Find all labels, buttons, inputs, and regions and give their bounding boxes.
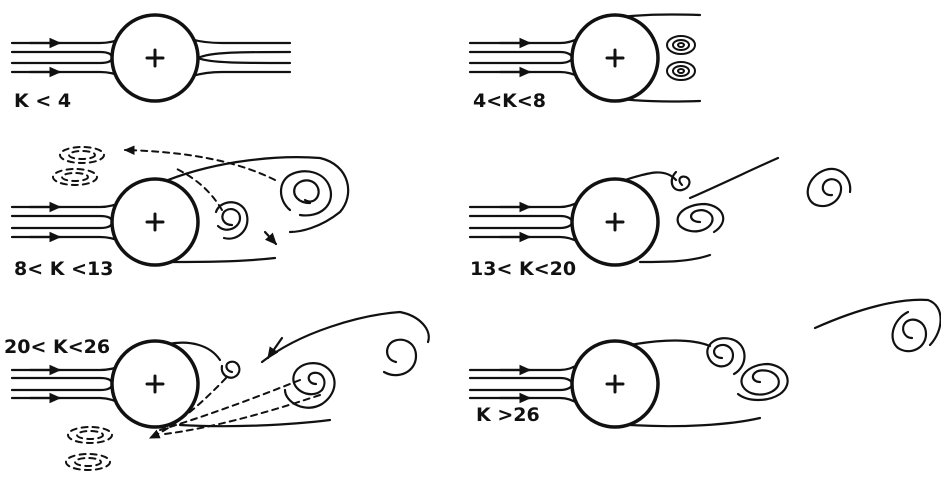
- panel-k-lt-4: K < 4: [12, 15, 290, 112]
- shed-vortex-icon: [66, 427, 112, 470]
- flow-direction-arrow: [265, 232, 276, 244]
- panel-20-lt-k-lt-26: 20< K<26: [4, 312, 429, 470]
- panel-k-gt-26: K >26: [470, 300, 941, 427]
- panel-13-lt-k-lt-20: 13< K<20: [470, 158, 850, 280]
- panel-label: K >26: [476, 404, 540, 426]
- panel-label: 8< K <13: [14, 258, 113, 280]
- panel-8-lt-k-lt-13: 8< K <13: [12, 147, 348, 280]
- vortex-spiral-icon: [707, 312, 926, 400]
- flow-direction-arrow: [268, 338, 282, 358]
- panel-label: 13< K<20: [470, 258, 576, 280]
- panel-4-lt-k-lt-8: 4<K<8: [470, 14, 700, 112]
- panel-label: K < 4: [14, 90, 71, 112]
- vortex-spiral-icon: [672, 169, 850, 232]
- panel-label: 20< K<26: [4, 336, 110, 358]
- shed-vortex-icon: [53, 147, 104, 185]
- vortex-spiral-icon: [216, 171, 331, 238]
- wake-boundary: [630, 300, 941, 426]
- twin-vortex-icon: [667, 36, 695, 80]
- panel-label: 4<K<8: [473, 90, 546, 112]
- vortex-spiral-icon: [222, 340, 416, 408]
